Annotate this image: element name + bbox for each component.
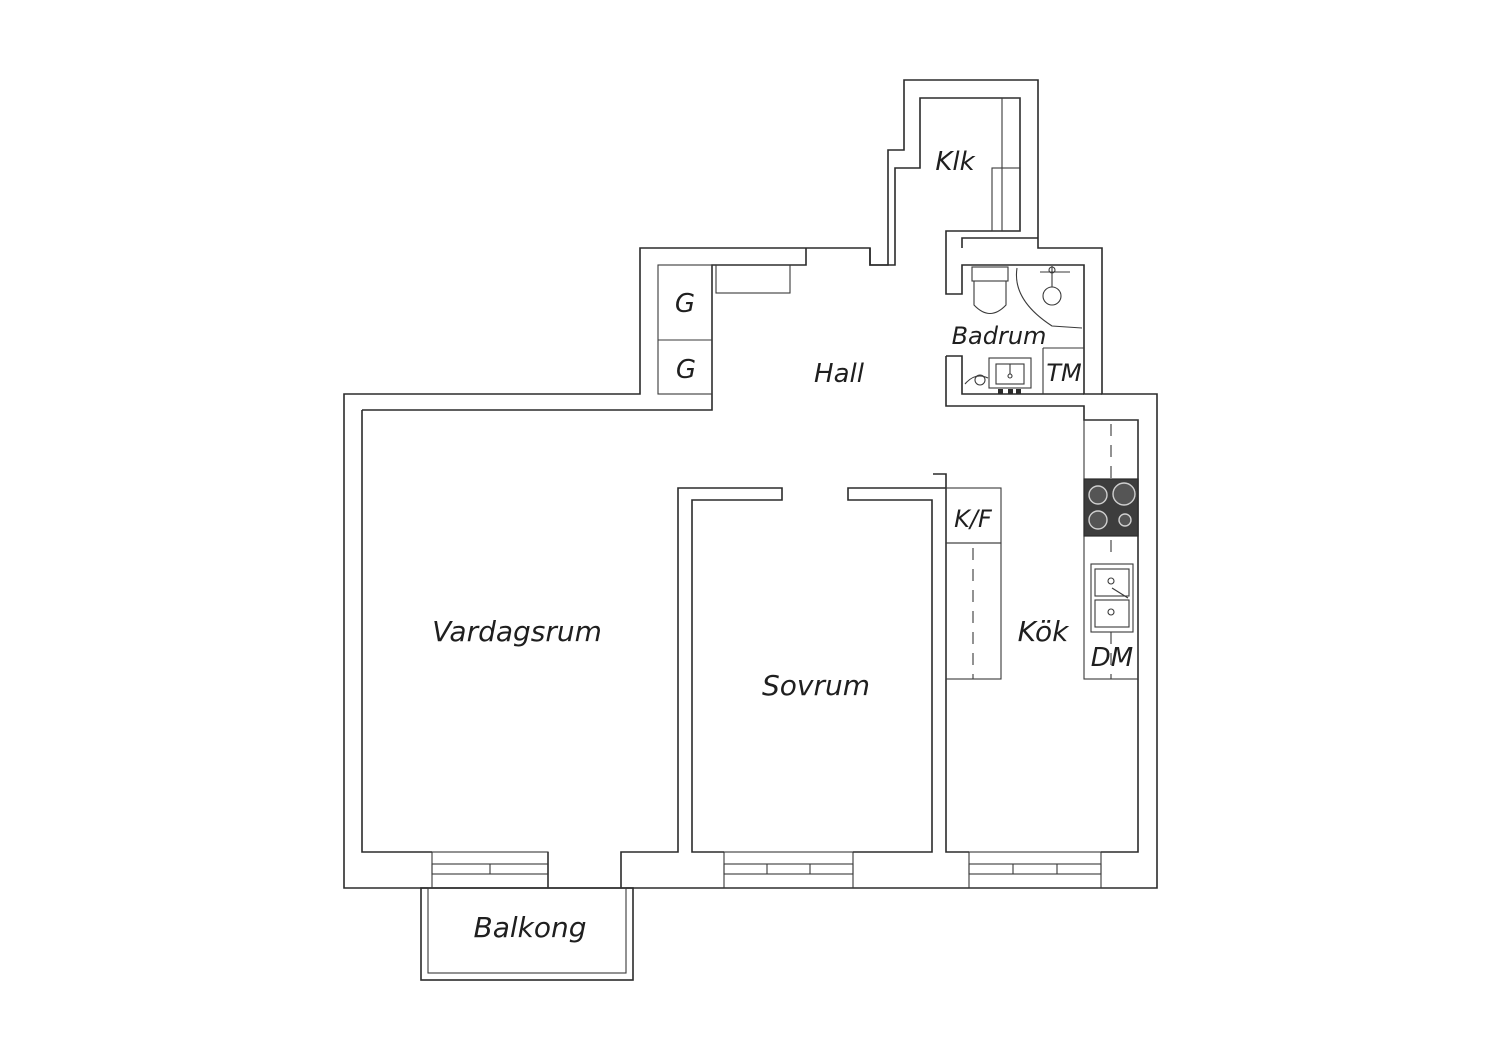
label-sovrum: Sovrum bbox=[762, 669, 870, 702]
room-labels: Klk G G Hall Badrum TM K/F Vardagsrum So… bbox=[432, 147, 1133, 944]
sink-icon bbox=[1090, 563, 1134, 633]
label-balkong: Balkong bbox=[473, 911, 586, 944]
label-tm: TM bbox=[1046, 359, 1082, 387]
outer-walls bbox=[343, 79, 1158, 889]
label-vardagsrum: Vardagsrum bbox=[432, 615, 602, 648]
bathroom bbox=[946, 266, 1084, 395]
label-badrum: Badrum bbox=[952, 322, 1047, 350]
toilet-icon bbox=[971, 266, 1009, 315]
label-dm: DM bbox=[1091, 643, 1133, 673]
kitchen bbox=[945, 419, 1139, 680]
label-g1: G bbox=[675, 289, 695, 319]
balcony bbox=[420, 887, 634, 981]
stove-icon bbox=[1083, 478, 1139, 537]
wardrobes bbox=[657, 264, 791, 395]
klk-closet bbox=[991, 97, 1021, 232]
label-klk: Klk bbox=[935, 147, 975, 177]
label-hall: Hall bbox=[814, 359, 865, 389]
shower-icon bbox=[1015, 266, 1083, 329]
windows bbox=[431, 851, 1102, 889]
label-kok: Kök bbox=[1018, 615, 1070, 648]
label-g2: G bbox=[676, 355, 696, 385]
label-kf: K/F bbox=[954, 505, 993, 533]
washbasin-icon bbox=[964, 357, 1032, 394]
